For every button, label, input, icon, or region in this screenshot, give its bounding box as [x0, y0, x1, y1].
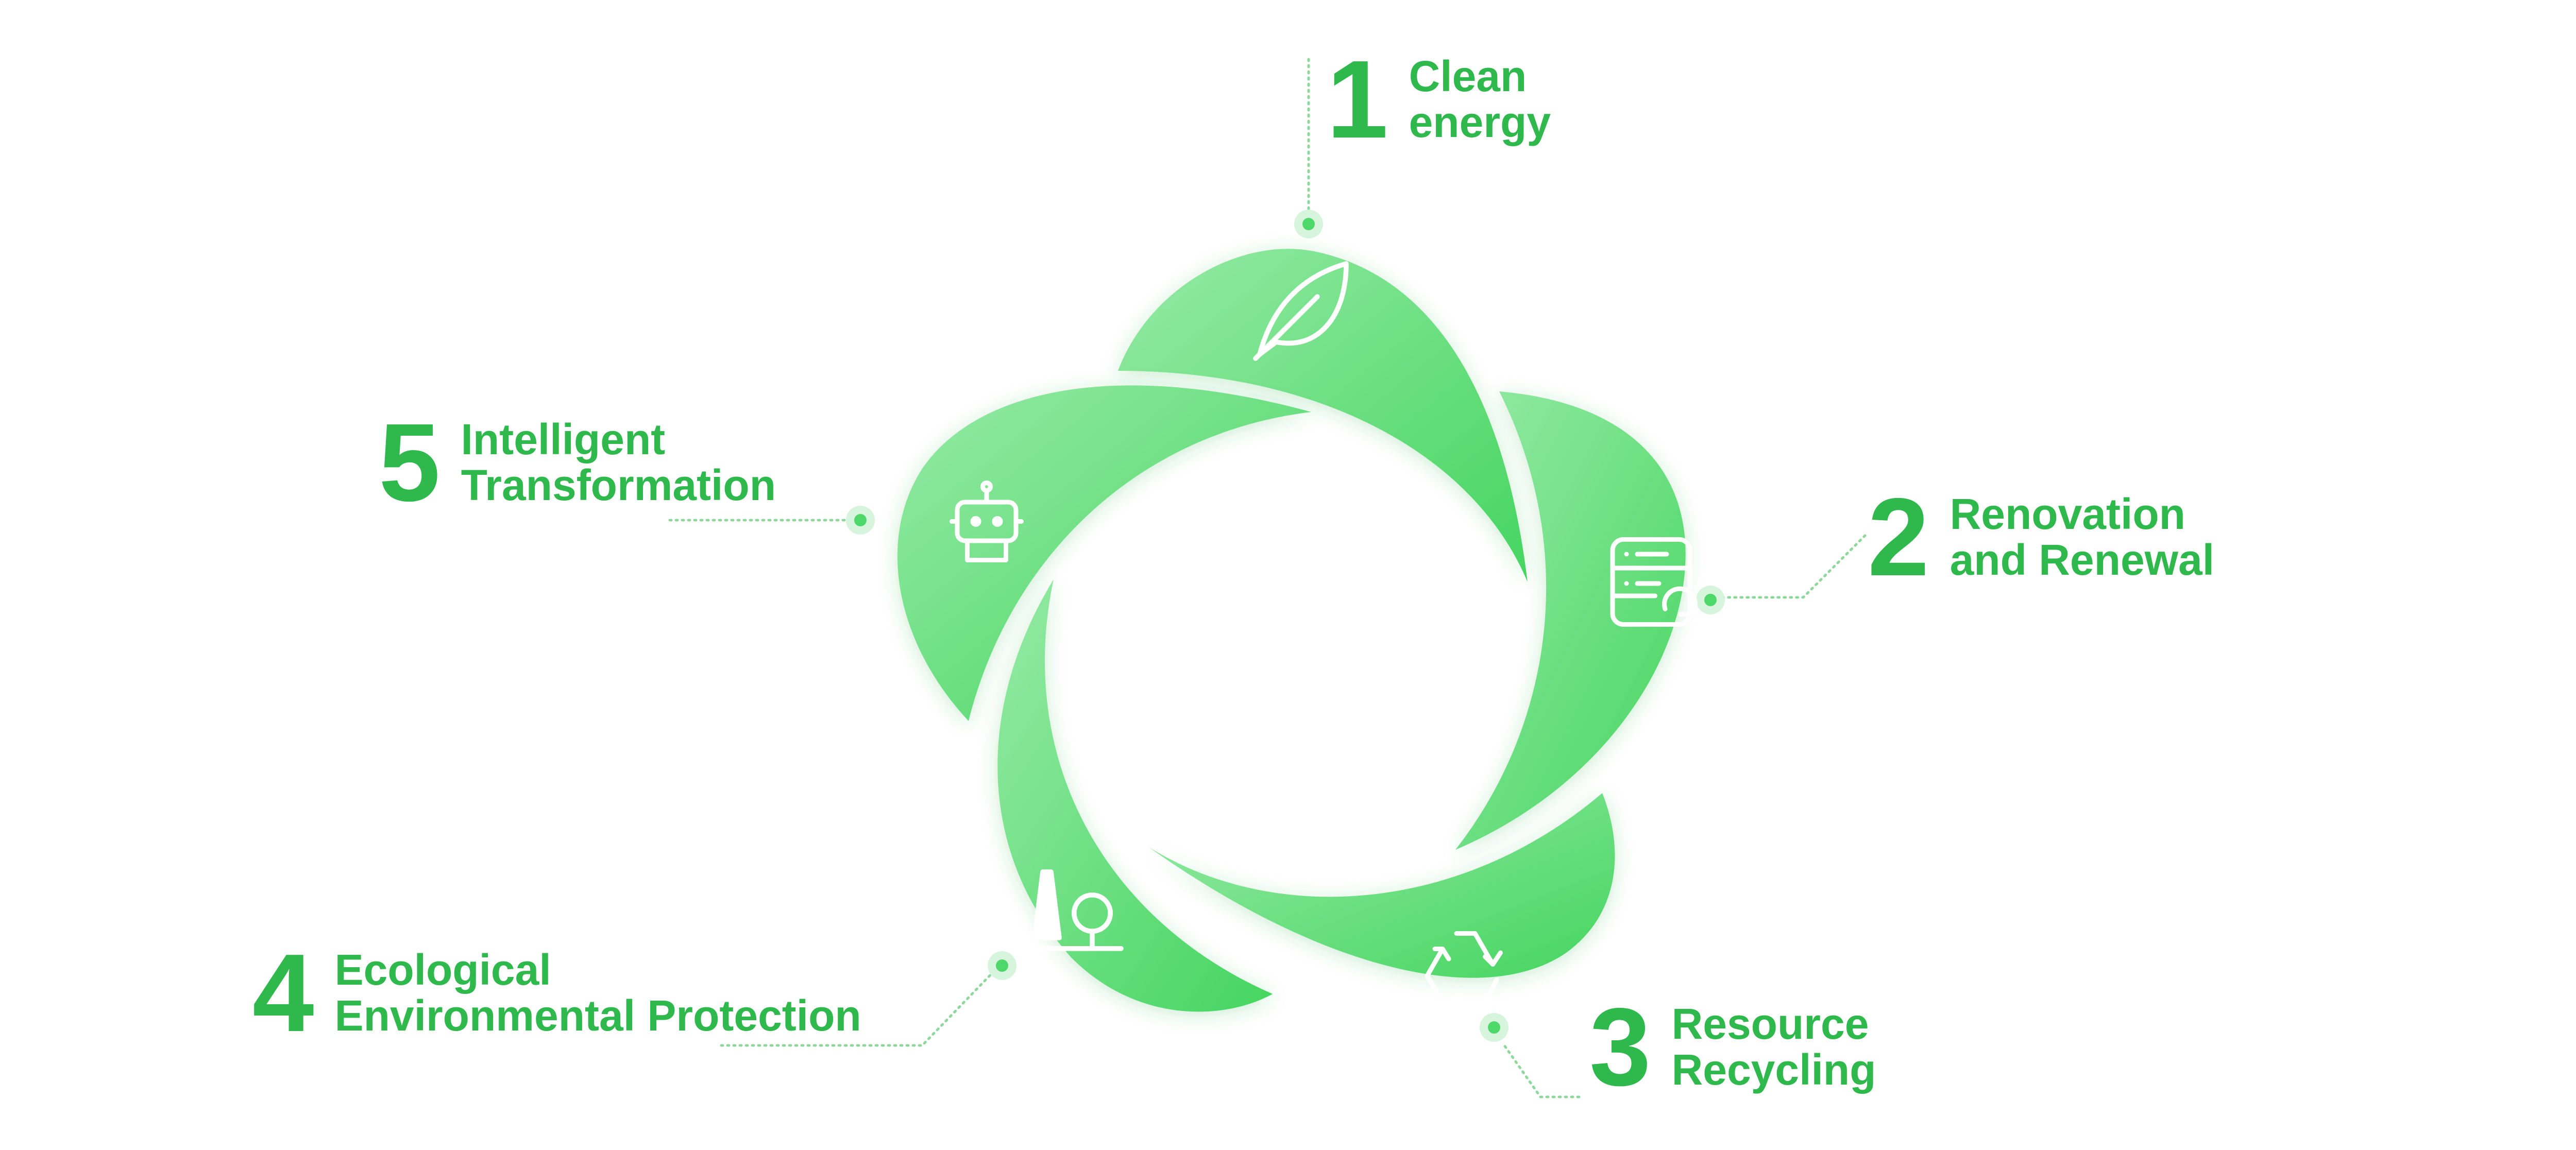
connector-dot-5 — [854, 514, 867, 526]
item-label-renovation: 2 Renovation and Renewal — [1868, 482, 2214, 592]
icons-group — [950, 261, 1698, 1013]
connector-dot-1 — [1302, 218, 1315, 230]
item-number: 4 — [252, 931, 314, 1055]
petal-5 — [897, 385, 1311, 721]
connector-dot-2 — [1704, 594, 1717, 606]
leaf-icon — [1253, 261, 1349, 361]
item-title-line1: Resource — [1671, 1000, 1869, 1049]
connector-line-4 — [720, 967, 998, 1047]
petal-3 — [1149, 793, 1615, 978]
item-number: 1 — [1327, 37, 1388, 161]
item-title-line1: Renovation — [1950, 490, 2185, 539]
item-number: 5 — [379, 400, 440, 524]
item-label-clean-energy: 1 Clean energy — [1327, 44, 1551, 155]
item-title-line1: Intelligent — [461, 415, 666, 464]
item-title-line2: Transformation — [461, 460, 776, 509]
item-label-intelligent: 5 Intelligent Transformation — [379, 407, 776, 518]
connector-line-2 — [1714, 534, 1867, 599]
item-number: 3 — [1589, 985, 1651, 1109]
item-label-ecological: 4 Ecological Environmental Protection — [252, 937, 861, 1048]
item-title-line1: Clean — [1409, 52, 1527, 101]
connector-dot-4 — [996, 959, 1008, 972]
item-title-line2: Recycling — [1671, 1045, 1876, 1094]
connector-dot-3 — [1488, 1021, 1500, 1034]
petal-2 — [1455, 391, 1686, 850]
item-label-resource-recycling: 3 Resource Recycling — [1589, 991, 1876, 1102]
item-title-line1: Ecological — [334, 946, 551, 994]
recycle-icon — [1425, 931, 1503, 1013]
petal-4 — [997, 579, 1273, 1012]
item-title-line2: energy — [1409, 97, 1551, 146]
tree-icon — [1024, 869, 1124, 951]
robot-icon — [950, 480, 1024, 562]
server-refresh-icon — [1610, 537, 1698, 627]
connector-line-3 — [1503, 1044, 1581, 1098]
item-title-line2: and Renewal — [1950, 535, 2215, 584]
petal-1 — [1118, 249, 1528, 582]
item-number: 2 — [1868, 475, 1929, 599]
item-title-line2: Environmental Protection — [334, 991, 861, 1040]
connectors-group — [668, 58, 1867, 1098]
petals-group — [897, 249, 1686, 1012]
